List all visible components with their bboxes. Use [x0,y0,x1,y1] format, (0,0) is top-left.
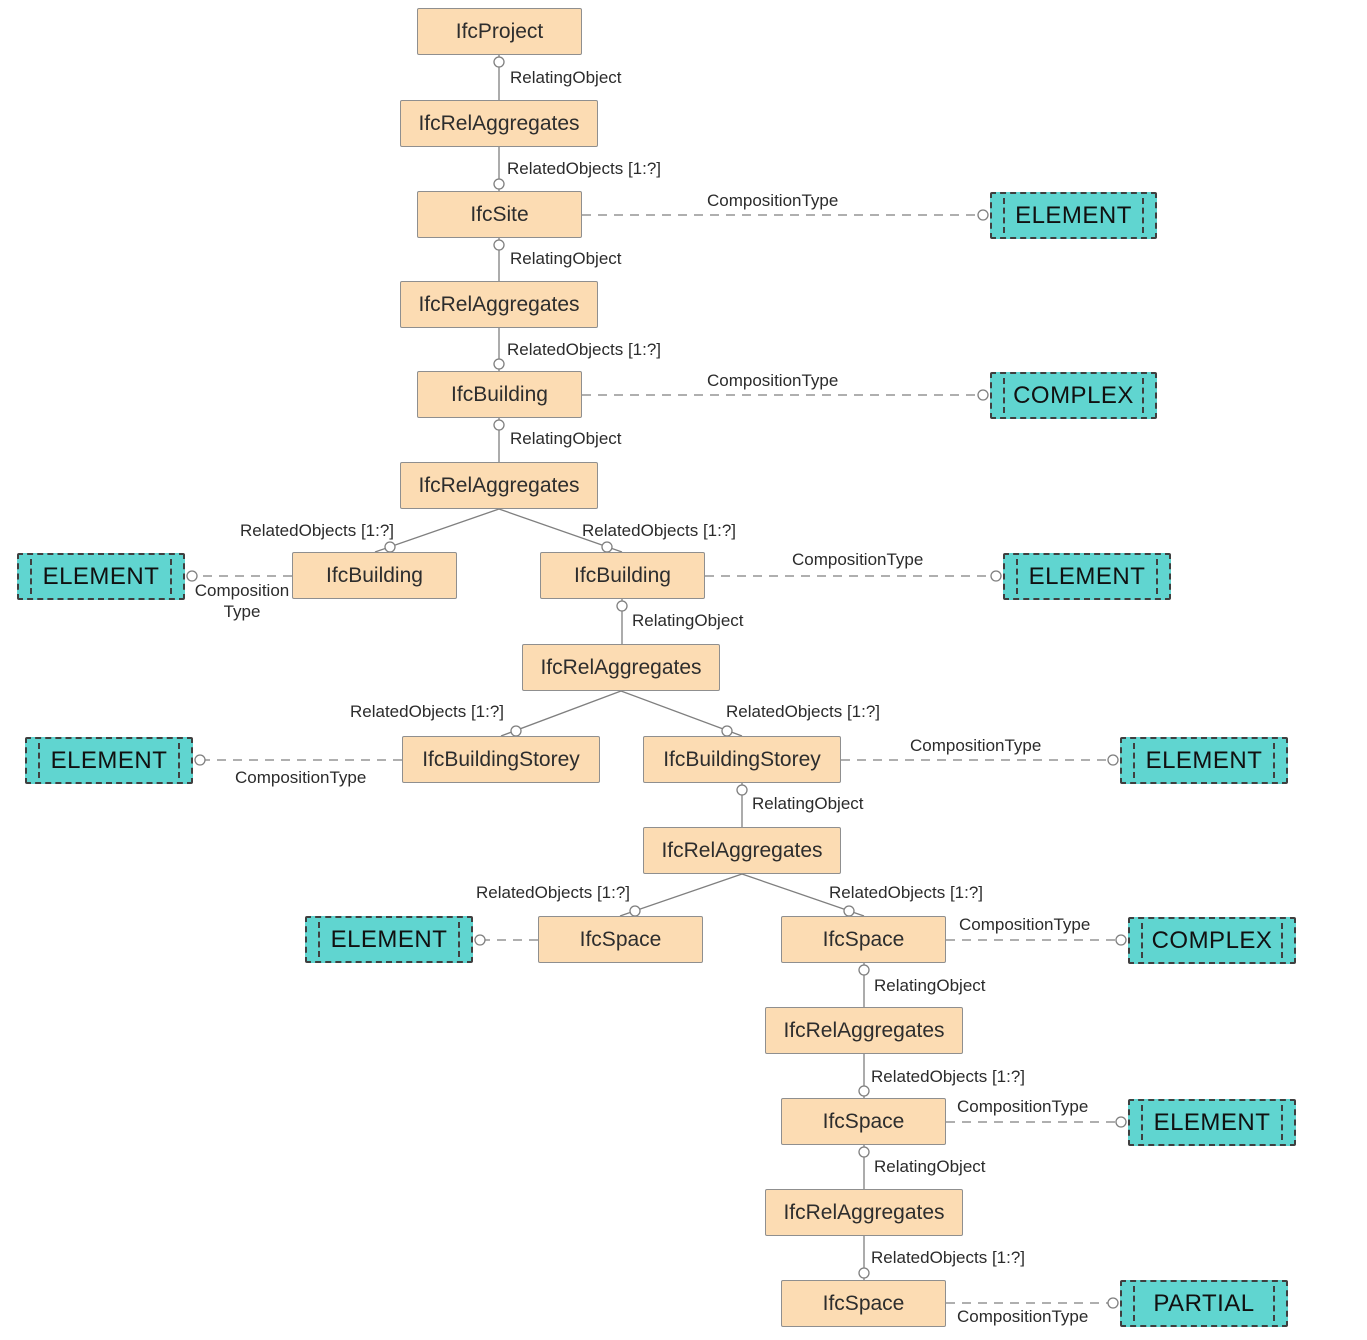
edge-label-relating-object: RelatingObject [510,68,622,87]
node-ifcspace-2: IfcSpace [781,1098,946,1145]
enum-complex-space: COMPLEX [1128,917,1296,964]
edge-label-composition-type: CompositionType [707,371,839,390]
node-ifcspace-left: IfcSpace [538,916,703,963]
edge-label-related-objects: RelatedObjects [1:?] [829,883,984,902]
edge-label-relating-object: RelatingObject [874,976,986,995]
node-ifcbuilding-1: IfcBuilding [417,371,582,418]
node-ifcbuilding-left: IfcBuilding [292,552,457,599]
edge-label-composition-type: CompositionType [910,736,1042,755]
node-ifcbuildingstorey-left: IfcBuildingStorey [402,736,600,783]
edge-label-related-objects: RelatedObjects [1:?] [582,521,737,540]
edge-label-related-objects: RelatedObjects [1:?] [350,702,505,721]
edge-label-composition-type: CompositionType [957,1307,1089,1326]
enum-element-building-left: ELEMENT [17,553,185,600]
node-ifcrelaggregates-2: IfcRelAggregates [400,281,598,328]
enum-element-building-right: ELEMENT [1003,553,1171,600]
node-ifcrelaggregates-7: IfcRelAggregates [765,1189,963,1236]
edge-label-relating-object: RelatingObject [632,611,744,630]
edge-label-related-objects: RelatedObjects [1:?] [871,1067,1026,1086]
edge-label-composition-type: CompositionType [707,191,839,210]
node-ifcrelaggregates-1: IfcRelAggregates [400,100,598,147]
node-ifcrelaggregates-6: IfcRelAggregates [765,1007,963,1054]
edge-label-composition-type: CompositionType [957,1097,1089,1116]
edge-label-composition-type: CompositionType [235,768,367,787]
edge-label-composition-type: CompositionType [959,915,1091,934]
node-ifcsite: IfcSite [417,191,582,238]
node-ifcbuildingstorey-right: IfcBuildingStorey [643,736,841,783]
enum-partial-space-3: PARTIAL [1120,1280,1288,1327]
edge-label-related-objects: RelatedObjects [1:?] [871,1248,1026,1267]
node-ifcrelaggregates-5: IfcRelAggregates [643,827,841,874]
edge-label-relating-object: RelatingObject [752,794,864,813]
node-ifcrelaggregates-4: IfcRelAggregates [522,644,720,691]
node-ifcrelaggregates-3: IfcRelAggregates [400,462,598,509]
edge-label-related-objects: RelatedObjects [1:?] [240,521,395,540]
node-ifcbuilding-right: IfcBuilding [540,552,705,599]
edge-label-composition-type: CompositionType [792,550,924,569]
edge-label-related-objects: RelatedObjects [1:?] [726,702,881,721]
enum-element-storey-right: ELEMENT [1120,737,1288,784]
edge-label-related-objects: RelatedObjects [1:?] [507,159,662,178]
enum-element-site: ELEMENT [990,192,1157,239]
edge-label-relating-object: RelatingObject [510,429,622,448]
edge-label-relating-object: RelatingObject [510,249,622,268]
enum-complex-building: COMPLEX [990,372,1157,419]
node-ifcspace-right: IfcSpace [781,916,946,963]
edge-label-relating-object: RelatingObject [874,1157,986,1176]
node-ifcproject: IfcProject [417,8,582,55]
node-ifcspace-3: IfcSpace [781,1280,946,1327]
enum-element-storey-left: ELEMENT [25,737,193,784]
edge-label-composition-type: Composition Type [194,581,290,621]
edge-label-related-objects: RelatedObjects [1:?] [476,883,631,902]
enum-element-space-2: ELEMENT [1128,1099,1296,1146]
enum-element-space-left: ELEMENT [305,916,473,963]
edge-label-related-objects: RelatedObjects [1:?] [507,340,662,359]
